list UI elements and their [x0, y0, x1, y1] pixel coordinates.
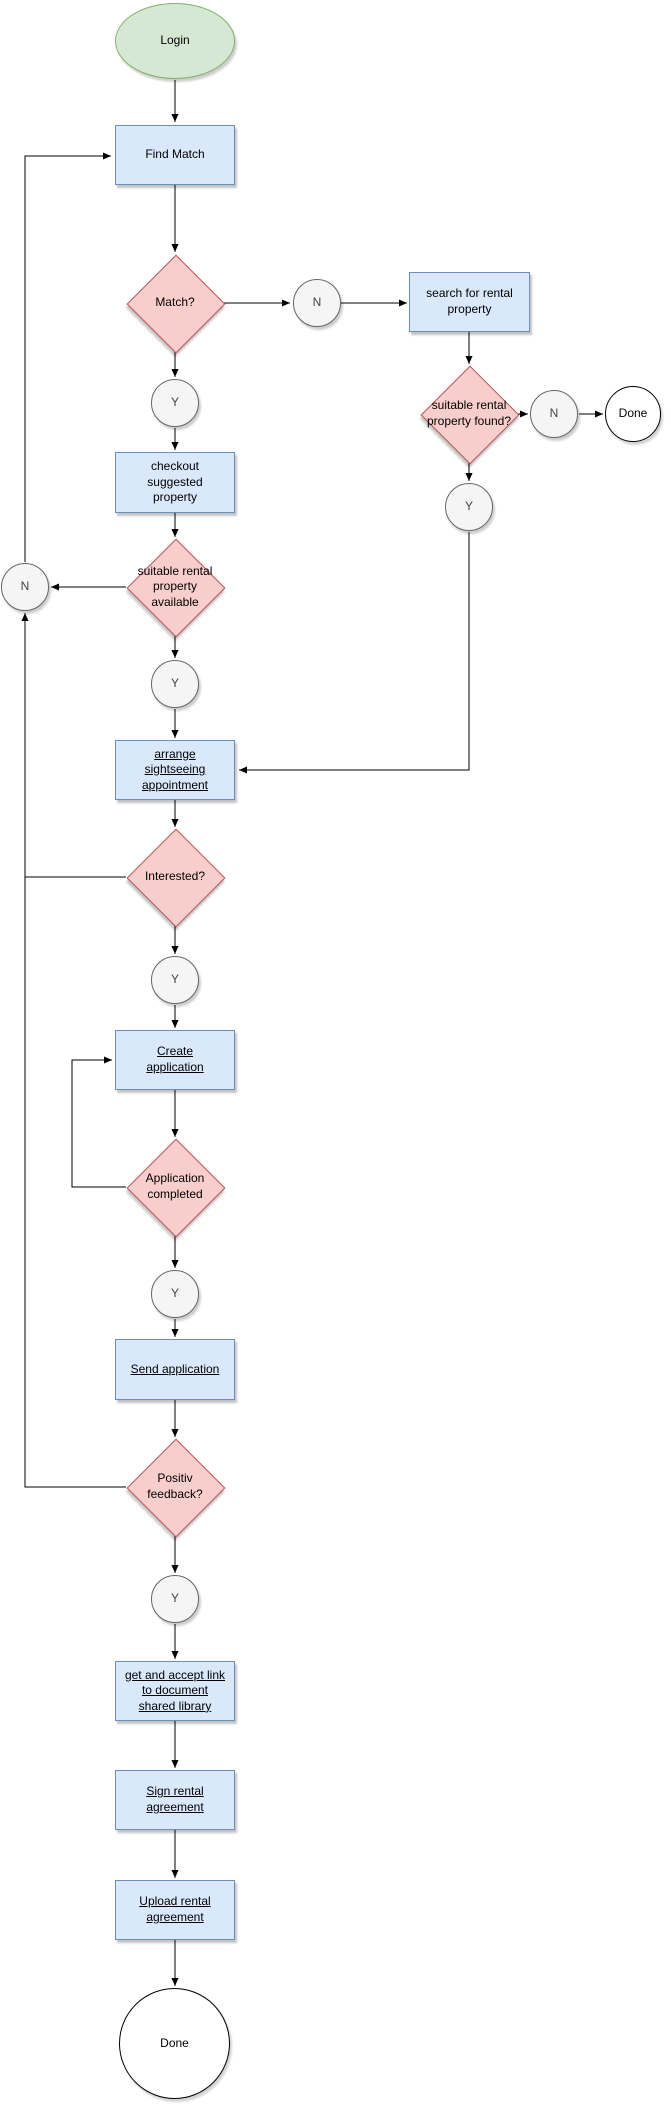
find-match-label: Find Match — [145, 147, 205, 162]
terminal-done-right: Done — [605, 386, 661, 442]
n-label: N — [312, 295, 322, 310]
positiv-feedback-label: Positiv feedback? — [147, 1471, 203, 1501]
edge-completed-no-loop-to-create — [71, 1056, 126, 1188]
send-application-link[interactable]: Send application — [130, 1361, 220, 1376]
process-create-application[interactable]: Create application — [115, 1030, 235, 1090]
process-search-rental: search for rental property — [409, 272, 530, 332]
suitable-found-label: suitable rental property found? — [426, 398, 512, 428]
process-checkout-property: checkout suggested property — [115, 452, 235, 513]
edge-positiv-no-to-left-line — [24, 877, 126, 1488]
suitable-available-label: suitable rental property available — [137, 563, 213, 609]
connector-available-no: N — [1, 563, 49, 611]
done-label: Done — [160, 2035, 189, 2050]
connector-match-no: N — [293, 279, 341, 327]
create-application-link[interactable]: Create application — [146, 1044, 204, 1074]
edge-y-found-to-arrange — [239, 532, 470, 774]
process-find-match: Find Match — [115, 125, 235, 185]
decision-suitable-available: suitable rental property available — [126, 538, 226, 638]
connector-match-yes: Y — [151, 379, 199, 427]
process-get-accept-link[interactable]: get and accept link to document shared l… — [115, 1661, 235, 1721]
match-label: Match? — [155, 295, 195, 310]
y-label: Y — [170, 972, 179, 987]
get-accept-link[interactable]: get and accept link to document shared l… — [124, 1667, 226, 1713]
decision-match: Match? — [126, 254, 226, 354]
connector-available-yes: Y — [151, 660, 199, 708]
y-label: Y — [170, 1591, 179, 1606]
search-rental-label: search for rental property — [426, 286, 513, 316]
n-label: N — [20, 579, 30, 594]
connector-found-no: N — [530, 390, 578, 438]
connector-interested-yes: Y — [151, 956, 199, 1004]
interested-label: Interested? — [144, 869, 206, 884]
connector-completed-yes: Y — [151, 1270, 199, 1318]
edge-n-loop-to-findmatch — [24, 152, 111, 562]
process-send-application[interactable]: Send application — [115, 1339, 235, 1400]
done-right-label: Done — [618, 406, 648, 421]
n-label: N — [549, 406, 559, 421]
process-arrange-appointment[interactable]: arrange sightseeing appointment — [115, 740, 235, 800]
decision-application-completed: Application completed — [126, 1138, 226, 1238]
process-sign-agreement[interactable]: Sign rental agreement — [115, 1770, 235, 1830]
upload-agreement-link[interactable]: Upload rental agreement — [139, 1894, 211, 1924]
decision-interested: Interested? — [126, 828, 226, 928]
arrange-link[interactable]: arrange sightseeing appointment — [141, 746, 209, 792]
edge-interested-no-to-n — [21, 613, 126, 878]
decision-suitable-found: suitable rental property found? — [420, 365, 520, 465]
decision-positiv-feedback: Positiv feedback? — [126, 1438, 226, 1538]
y-label: Y — [464, 499, 473, 514]
y-label: Y — [170, 676, 179, 691]
y-label: Y — [170, 1286, 179, 1301]
login-label: Login — [160, 33, 190, 48]
process-upload-agreement[interactable]: Upload rental agreement — [115, 1880, 235, 1940]
sign-agreement-link[interactable]: Sign rental agreement — [146, 1784, 204, 1814]
terminal-done: Done — [119, 1988, 230, 2099]
checkout-label: checkout suggested property — [147, 459, 203, 505]
application-completed-label: Application completed — [145, 1171, 205, 1201]
connector-found-yes: Y — [445, 483, 493, 531]
y-label: Y — [170, 395, 179, 410]
start-node-login: Login — [115, 3, 235, 79]
connector-feedback-yes: Y — [151, 1575, 199, 1623]
